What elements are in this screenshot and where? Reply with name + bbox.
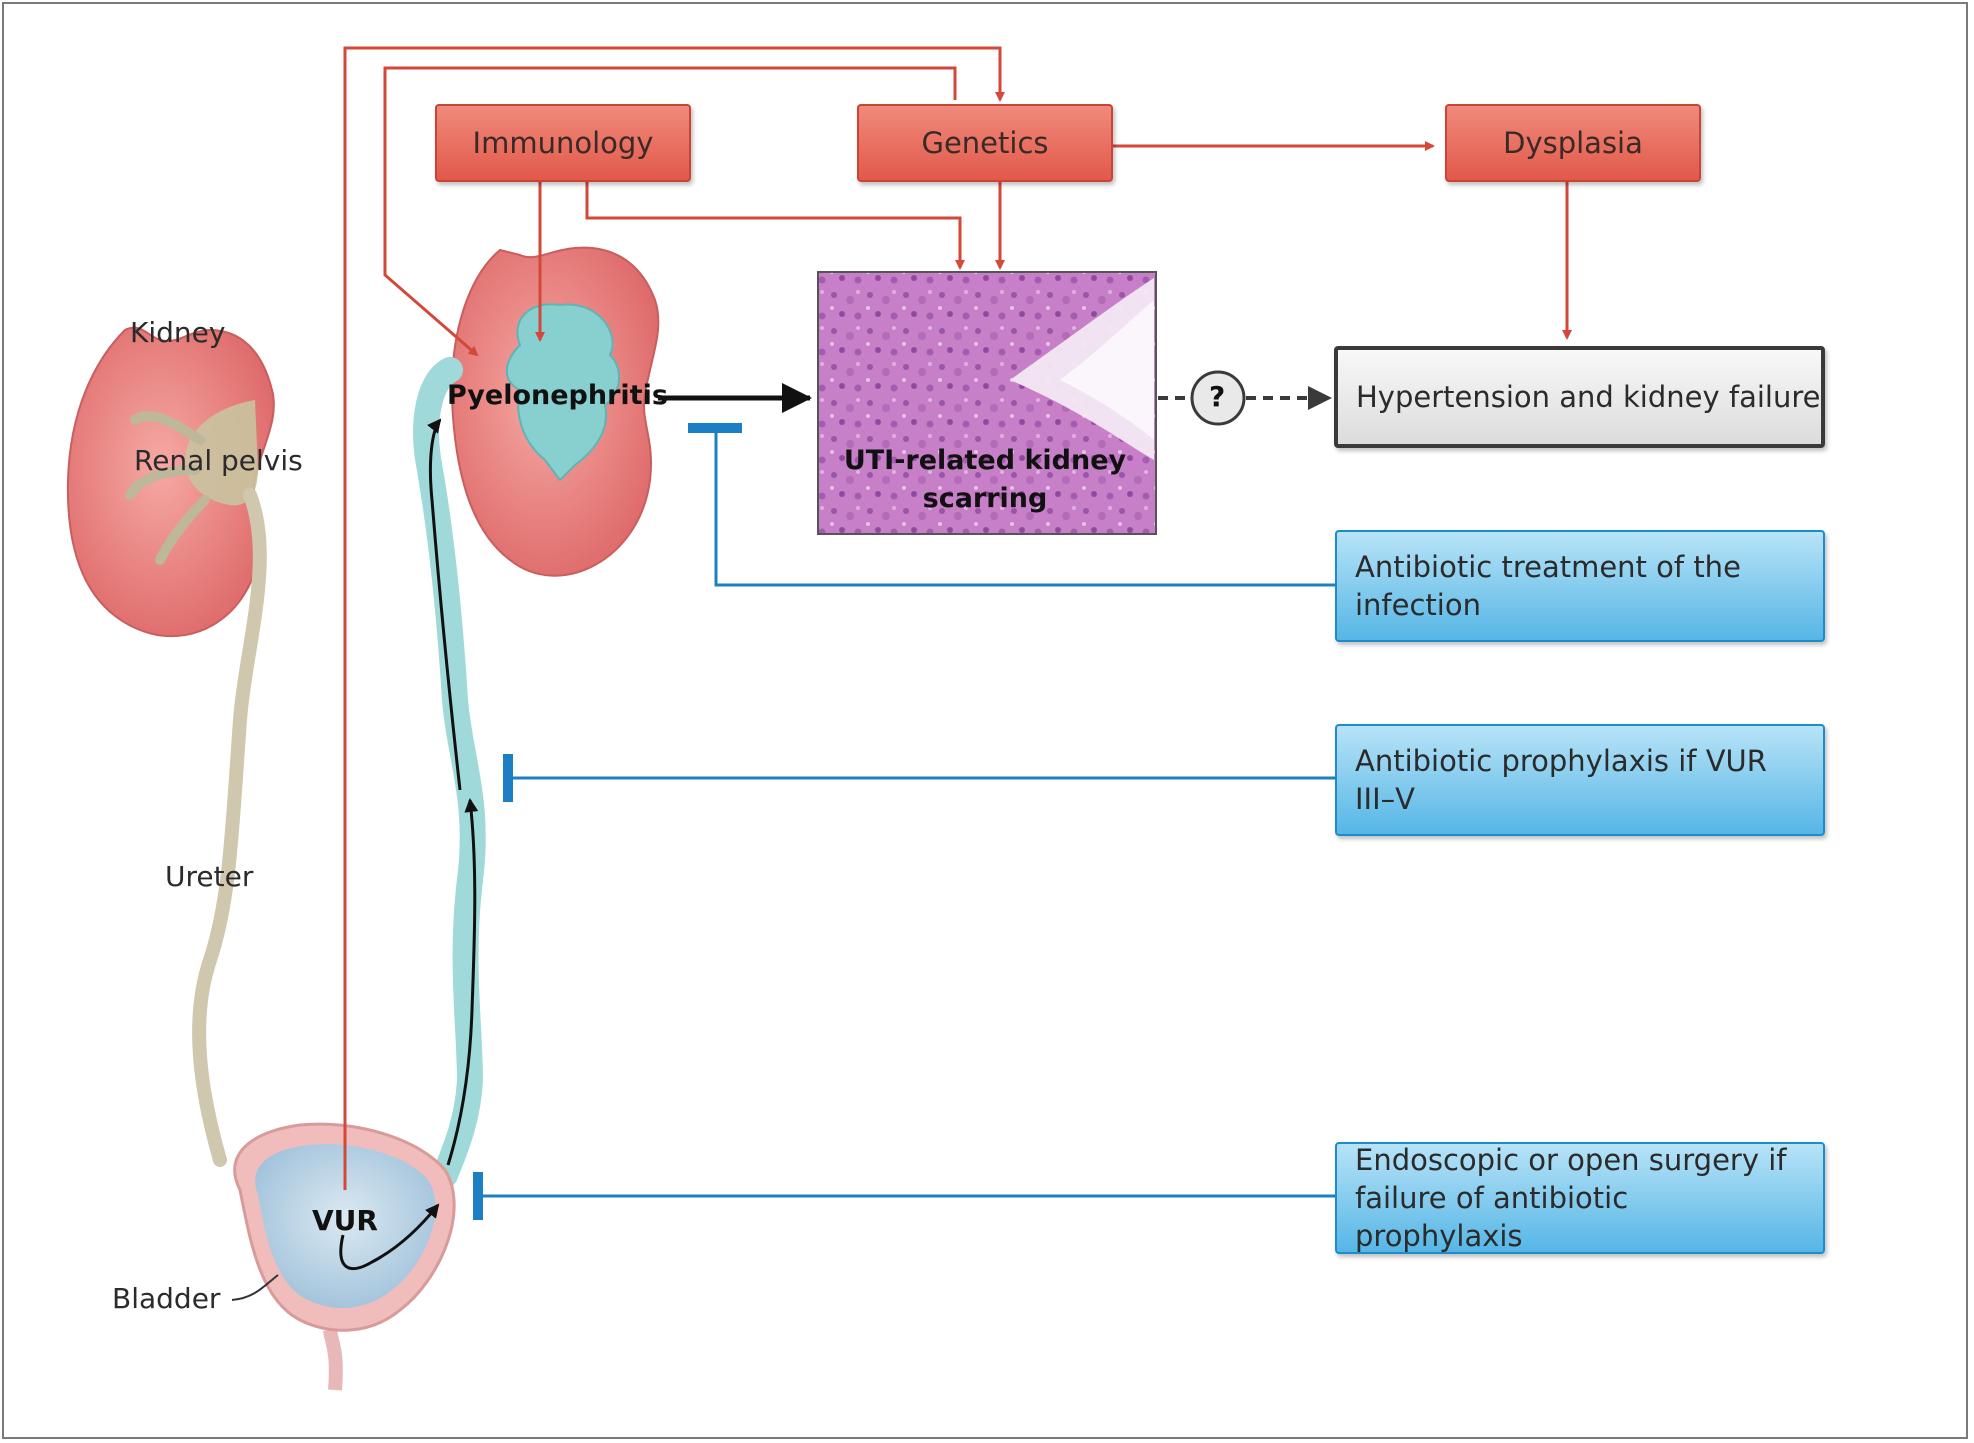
antibiotic-treatment-label: Antibiotic treatment of the infection [1355,550,1741,622]
ureter-label: Ureter [165,860,254,893]
normal-kidney-illustration [66,326,275,1167]
immunology-label: Immunology [472,126,654,160]
inhibition-lines [473,423,1338,1220]
antibiotic-prophylaxis-label: Antibiotic prophylaxis if VUR III–V [1355,744,1767,816]
antibiotic-prophylaxis-box: Antibiotic prophylaxis if VUR III–V [1335,724,1825,836]
kidney-label: Kidney [130,316,226,349]
influence-arrows [343,46,1572,1190]
hypertension-label: Hypertension and kidney failure [1356,380,1821,414]
immunology-box: Immunology [435,104,691,182]
question-mark: ? [1209,380,1226,413]
infected-kidney-illustration [413,246,660,1188]
bladder-illustration [233,1122,456,1391]
pyelonephritis-label: Pyelonephritis [447,380,668,411]
surgery-box: Endoscopic or open surgery if failure of… [1335,1142,1825,1254]
antibiotic-treatment-box: Antibiotic treatment of the infection [1335,530,1825,642]
dysplasia-label: Dysplasia [1503,126,1643,160]
scarring-caption: UTI-related kidney scarring [843,445,1127,514]
genetics-box: Genetics [857,104,1113,182]
bladder-label: Bladder [112,1282,221,1315]
genetics-label: Genetics [921,126,1049,160]
renal-pelvis-label: Renal pelvis [134,444,303,477]
vur-label: VUR [312,1204,378,1237]
dysplasia-box: Dysplasia [1445,104,1701,182]
bladder-leader-line [231,1274,279,1301]
surgery-label: Endoscopic or open surgery if failure of… [1355,1143,1787,1253]
hypertension-box: Hypertension and kidney failure [1334,346,1825,448]
question-circle [1190,370,1246,426]
